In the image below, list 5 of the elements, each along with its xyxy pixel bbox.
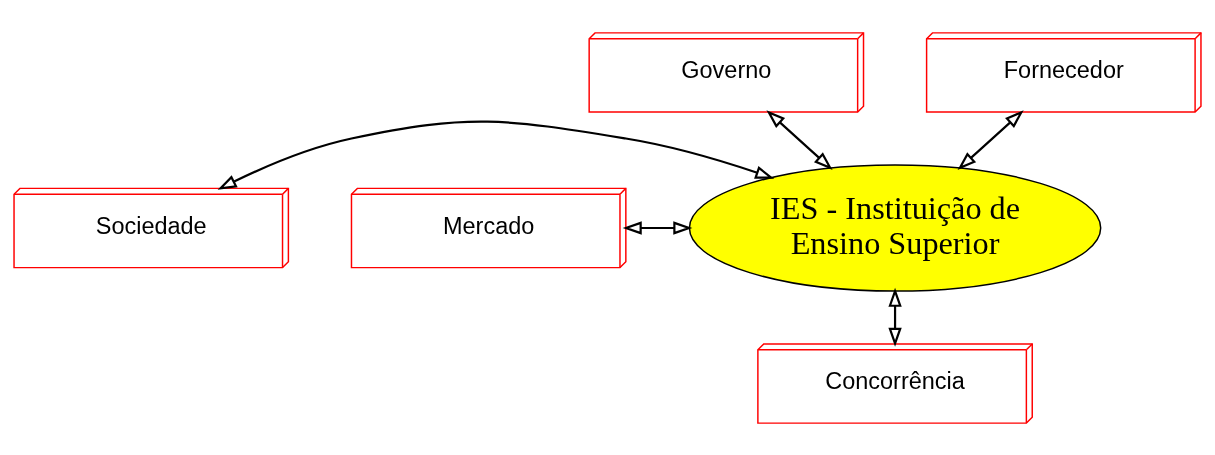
- arrow: [622, 220, 693, 235]
- arrow: [888, 287, 902, 347]
- arrow: [957, 109, 1024, 170]
- arrow: [766, 109, 833, 170]
- arrow: [217, 120, 775, 190]
